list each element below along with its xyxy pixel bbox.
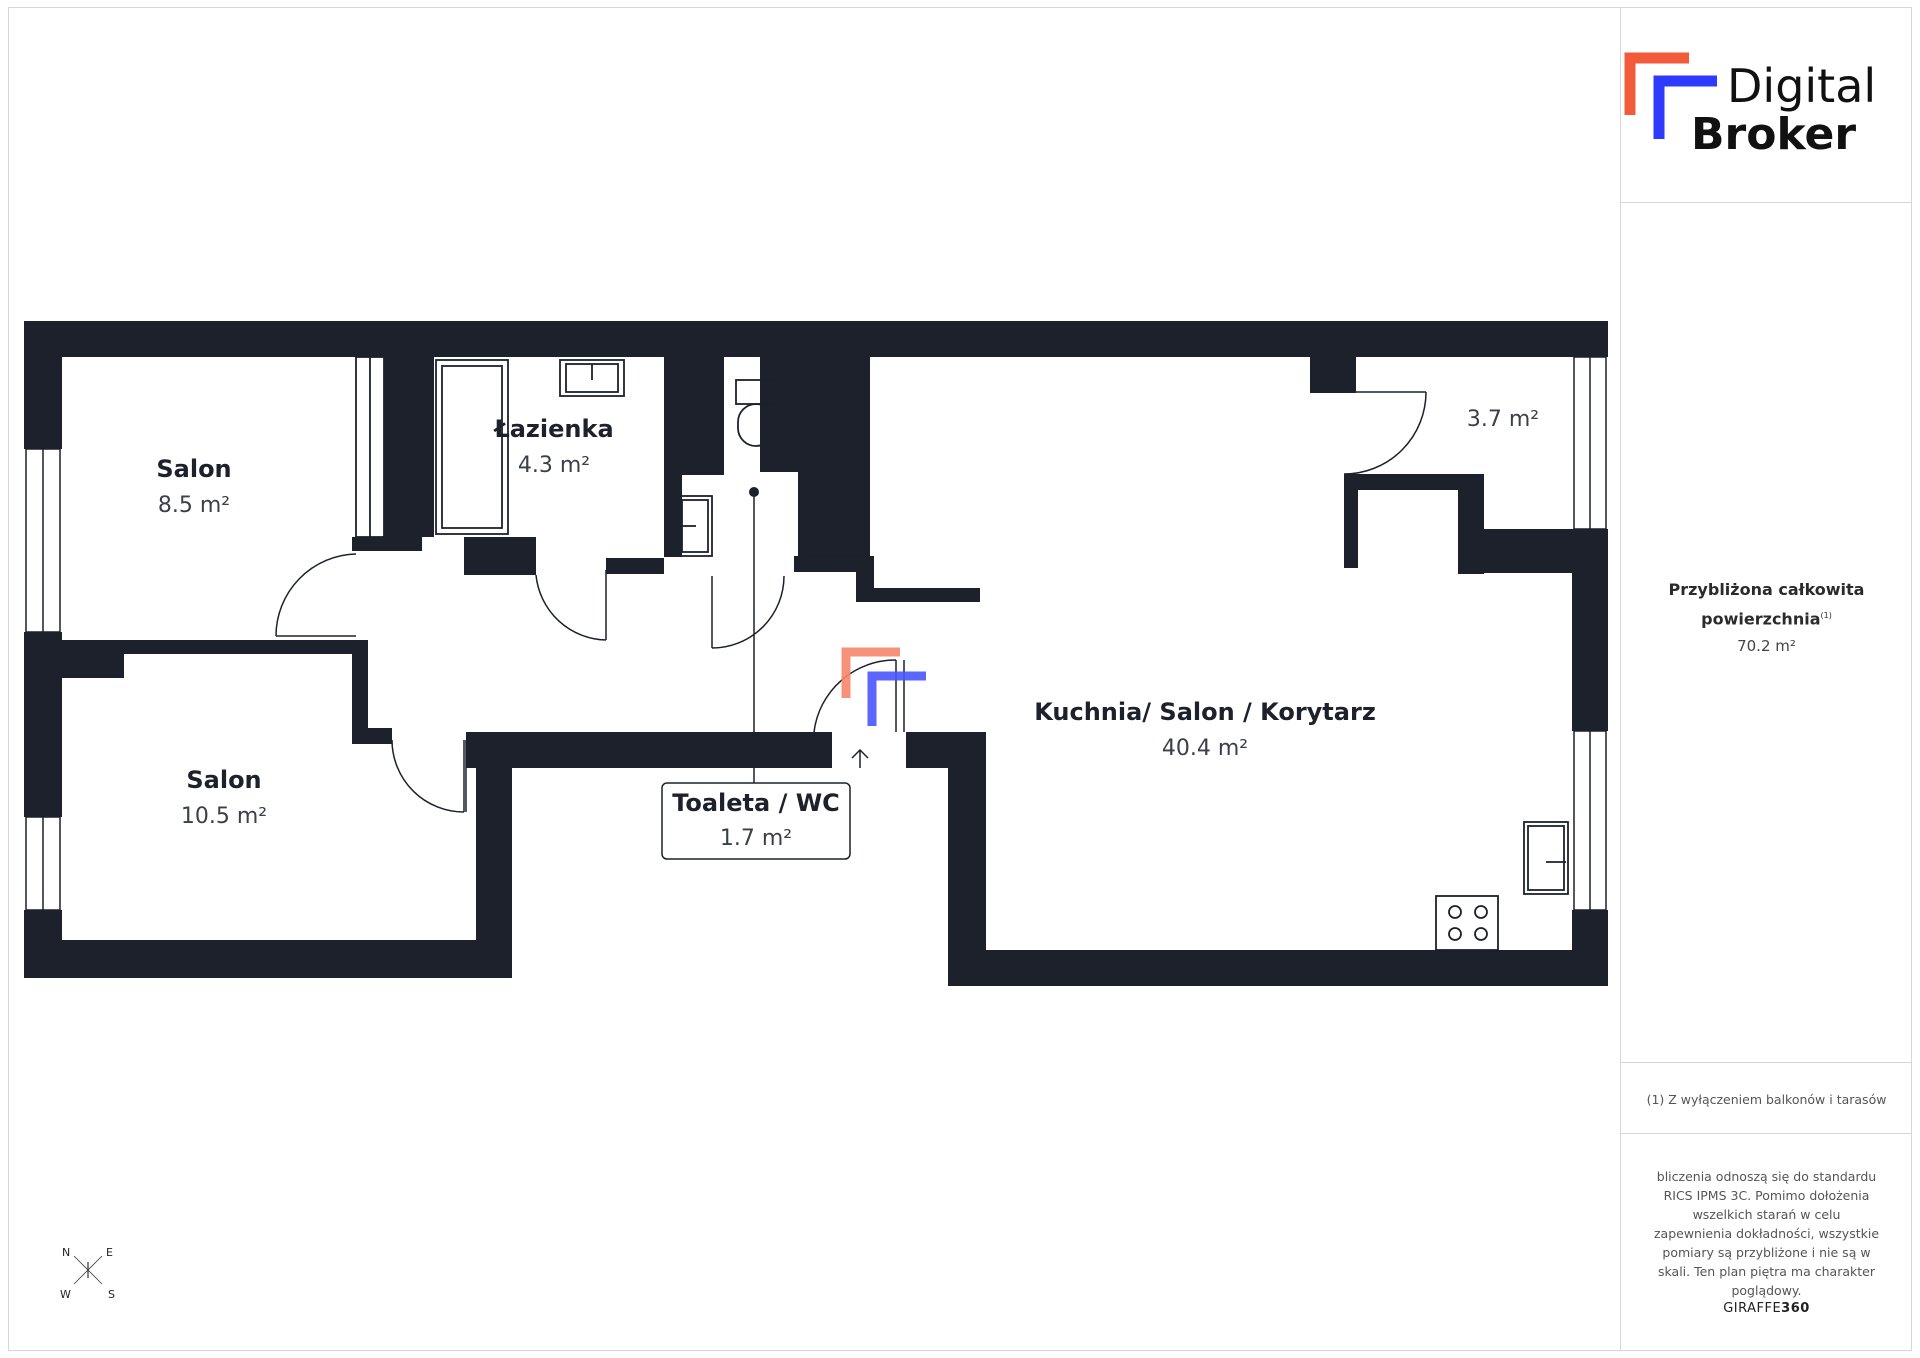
divider: [1621, 202, 1912, 203]
divider: [1621, 1133, 1912, 1134]
brand-logo: Digital Broker: [1621, 7, 1912, 202]
wc-label-box: Toaleta / WC 1.7 m²: [661, 782, 851, 860]
compass-icon: [73, 1255, 103, 1285]
total-area-title: Przybliżona całkowita powierzchnia(1): [1621, 577, 1912, 632]
footnote: (1) Z wyłączeniem balkonów i tarasów: [1646, 1092, 1887, 1107]
disclaimer: bliczenia odnoszą się do standardu RICS …: [1653, 1169, 1880, 1298]
provider-logo: GIRAFFE360: [1621, 1301, 1912, 1316]
footnote-marker: (1): [1820, 611, 1832, 620]
brand-name-line2: Broker: [1691, 109, 1857, 160]
side-panel: Digital Broker Przybliżona całkowita pow…: [1620, 7, 1912, 1351]
room-area: 8.5 m²: [158, 493, 230, 518]
page-frame: [8, 7, 1912, 1351]
compass-e: E: [106, 1246, 113, 1259]
window-lines: [42, 357, 1591, 910]
room-area: 10.5 m²: [181, 804, 267, 829]
provider-number: 360: [1781, 1301, 1810, 1316]
brand-name-line1: Digital: [1727, 59, 1877, 113]
divider: [1621, 1062, 1912, 1063]
fixtures: [355, 356, 1569, 951]
compass-w: W: [60, 1288, 71, 1301]
provider-name: GIRAFFE: [1723, 1301, 1782, 1316]
room-area: 4.3 m²: [518, 453, 590, 478]
total-area-title-text: Przybliżona całkowita powierzchnia: [1668, 580, 1865, 629]
watermark-logo-icon: [841, 647, 926, 726]
floor-plan: Salon 8.5 m² Łazienka 4.3 m² Salon 10.5 …: [24, 321, 1608, 986]
room-name: Salon: [156, 455, 231, 483]
room-name: Toaleta / WC: [672, 789, 840, 817]
room-labels: Salon 8.5 m² Łazienka 4.3 m² Salon 10.5 …: [156, 407, 1539, 829]
room-area: 40.4 m²: [1162, 736, 1248, 761]
room-name: Kuchnia/ Salon / Korytarz: [1034, 698, 1376, 726]
compass-s: S: [108, 1288, 115, 1301]
room-name: Salon: [186, 766, 261, 794]
walls: [24, 321, 1608, 986]
wc-pointer: [749, 487, 759, 783]
brand-logo-icon: [1624, 52, 1717, 139]
compass-n: N: [62, 1246, 71, 1259]
compass: N E W S: [56, 1240, 120, 1304]
total-area-value: 70.2 m²: [1737, 637, 1796, 655]
room-name: Łazienka: [492, 415, 613, 443]
doors: [275, 391, 1427, 813]
room-area: 1.7 m²: [720, 826, 792, 851]
room-area: 3.7 m²: [1467, 407, 1539, 432]
